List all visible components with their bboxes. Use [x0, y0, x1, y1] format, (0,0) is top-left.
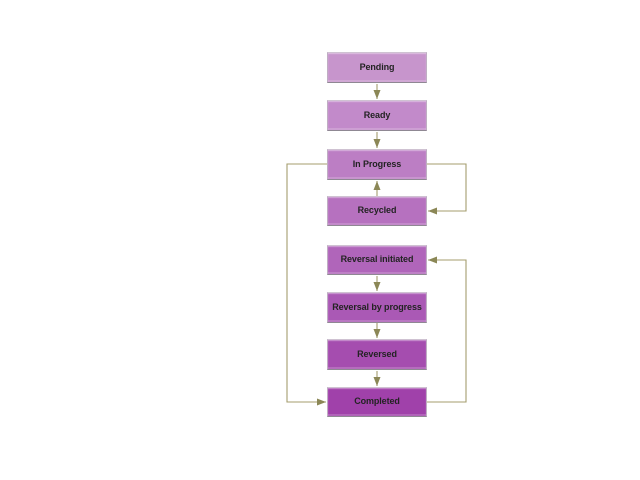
node-label: Pending — [359, 61, 395, 72]
node-label: Reversal initiated — [340, 254, 414, 265]
node-in-progress: In Progress — [327, 149, 427, 180]
node-label: Completed — [354, 396, 400, 407]
node-recycled: Recycled — [327, 196, 427, 226]
node-label: In Progress — [352, 158, 402, 169]
node-label: Recycled — [357, 205, 397, 216]
node-pending: Pending — [327, 52, 427, 83]
node-label: Ready — [363, 109, 391, 120]
node-label: Reversed — [357, 348, 397, 359]
node-completed: Completed — [327, 387, 427, 417]
node-reversed: Reversed — [327, 339, 427, 370]
edge-in-progress-to-completed — [286, 163, 327, 406]
node-reversal-by-progress: Reversal by progress — [327, 292, 427, 323]
node-reversal-initiated: Reversal initiated — [327, 245, 427, 275]
edge-in-progress-to-recycled — [427, 163, 467, 215]
node-ready: Ready — [327, 100, 427, 131]
edge-completed-to-reversal-initiated — [427, 256, 467, 403]
node-label: Reversal by progress — [332, 301, 422, 312]
